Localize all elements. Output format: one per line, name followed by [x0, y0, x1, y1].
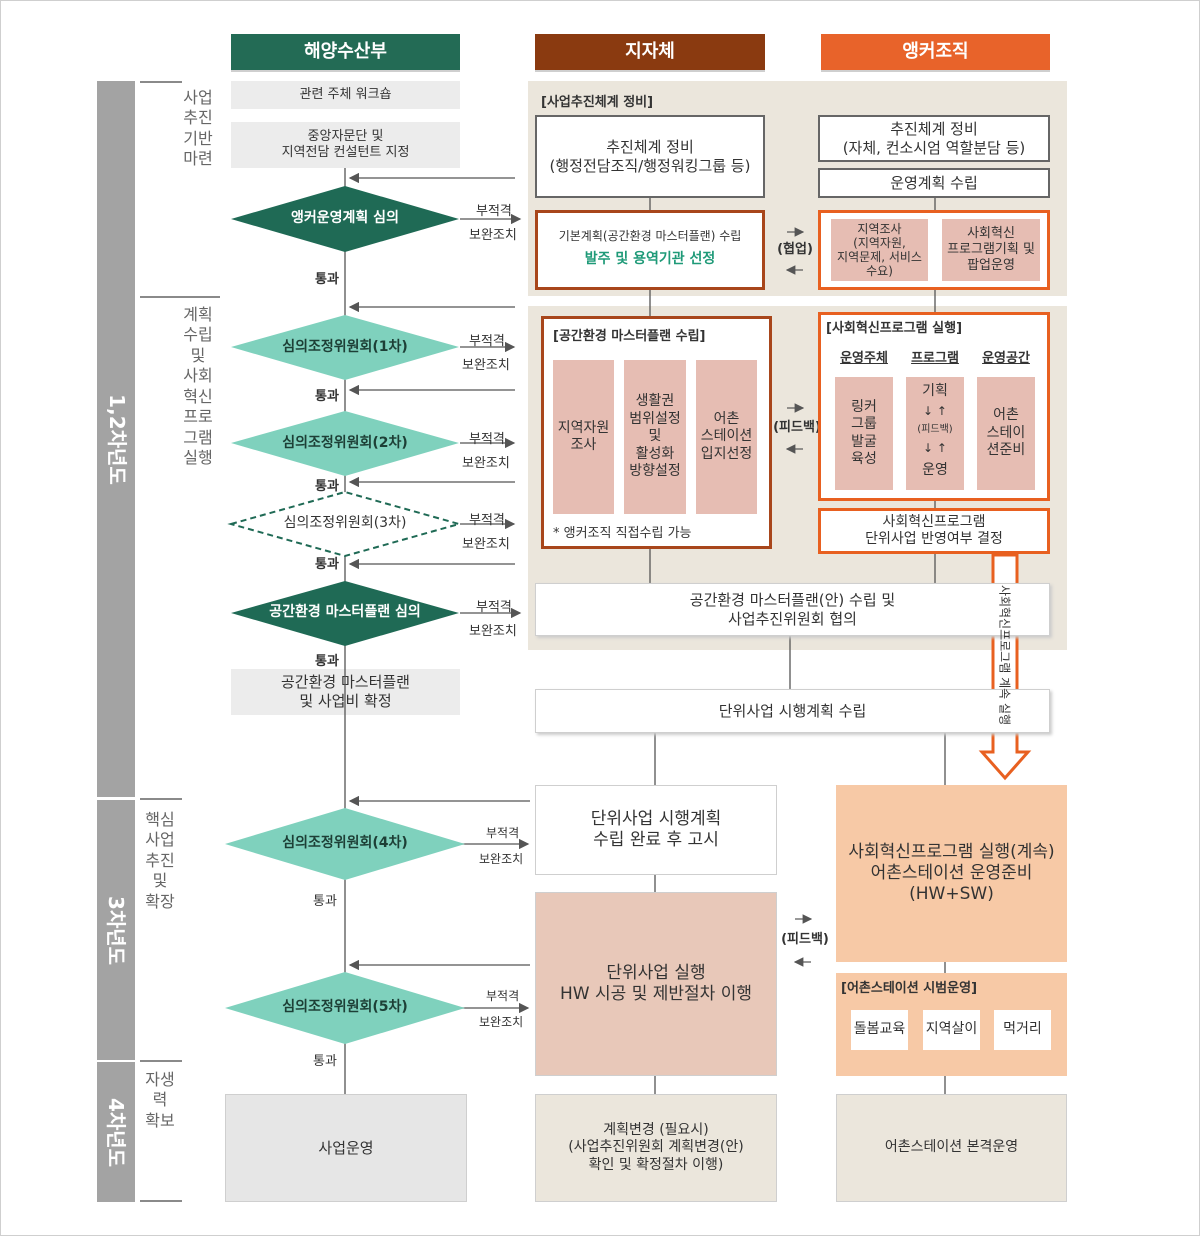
phase-divider — [97, 797, 182, 799]
stage-divider — [140, 1060, 182, 1062]
feedback-label: (피드백) — [781, 931, 829, 947]
pass-label: 통과 — [313, 1054, 337, 1069]
local-system-setup: 추진체계 정비 (행정전담조직/행정워킹그룹 등) — [535, 115, 765, 198]
basic-plan-text: 기본계획(공간환경 마스터플랜) 수립 — [558, 229, 742, 243]
committee-2: 심의조정위원회(2차) — [282, 435, 408, 452]
header-anchor: 앵커조직 — [821, 34, 1050, 72]
sub-program: 프로그램 — [911, 350, 959, 366]
stay-prep-box: 어촌 스테이 션준비 — [977, 377, 1035, 490]
phase-1-2-year: 1,2차년도 — [97, 81, 135, 798]
stage-planning: 계획 수립 및 사회 혁신 프로 그램 실행 — [183, 305, 213, 468]
pilot-local-living: 지역살이 — [923, 1010, 980, 1050]
social-program-plan-box: 사회혁신 프로그램기획 및 팝업운영 — [942, 219, 1040, 281]
feedback-label: (피드백) — [773, 419, 821, 435]
masterplan-title: [공간환경 마스터플랜 수립] — [553, 329, 706, 344]
committee-3: 심의조정위원회(3차) — [283, 515, 407, 532]
program-decision-box: 사회혁신프로그램 단위사업 반영여부 결정 — [818, 508, 1050, 554]
ops-plan-box: 운영계획 수립 — [818, 168, 1050, 198]
committee-4: 심의조정위원회(4차) — [282, 835, 408, 852]
stage-divider — [140, 1200, 182, 1202]
committee-5: 심의조정위원회(5차) — [282, 999, 408, 1016]
stage-self-reliance: 자생 력 확보 — [145, 1070, 175, 1130]
committee-1: 심의조정위원회(1차) — [282, 339, 408, 356]
regional-survey-box: 지역조사 (지역자원, 지역문제, 서비스 수요) — [831, 219, 928, 281]
living-area-box: 생활권 범위설정 및 활성화 방향설정 — [624, 360, 686, 514]
unit-exec-box: 단위사업 실행 HW 시공 및 제반절차 이행 — [535, 892, 777, 1076]
phase-4-year: 4차년도 — [97, 1062, 135, 1202]
workshop-box: 관련 주체 워크숍 — [231, 81, 460, 109]
order-selection-text: 발주 및 용역기관 선정 — [584, 251, 716, 267]
sub-space: 운영공간 — [982, 350, 1030, 366]
resource-survey-box: 지역자원 조사 — [553, 360, 614, 514]
stage-divider — [140, 296, 220, 298]
system-setup-title: [사업추진체계 정비] — [541, 95, 654, 110]
pass-label: 통과 — [315, 654, 339, 669]
unfit-label: 부적격 — [469, 432, 505, 447]
supplement-label: 보완조치 — [462, 358, 510, 373]
pilot-title: [어촌스테이션 시범운영] — [841, 981, 978, 996]
unfit-label: 부적격 — [486, 989, 520, 1003]
continue-label: 사회혁신프로그램 계속 실행 — [997, 584, 1012, 726]
feedback-step: (피드백) — [917, 424, 953, 435]
supplement-label: 보완조치 — [462, 456, 510, 471]
sub-operator: 운영주체 — [840, 350, 888, 366]
unit-plan-box: 단위사업 시행계획 수립 — [535, 689, 1050, 733]
unfit-label: 부적격 — [469, 513, 505, 528]
up-down-arrows: ↓ ↑ — [923, 404, 947, 418]
review-anchor-plan: 앵커운영계획 심의 — [291, 210, 399, 227]
stage-divider — [140, 798, 182, 800]
plan-change-box: 계획변경 (필요시) (사업추진위원회 계획변경(안) 확인 및 확정절차 이행… — [535, 1094, 777, 1202]
program-cycle-box: 기획 ↓ ↑ (피드백) ↓ ↑ 운영 — [906, 377, 964, 490]
supplement-label: 보완조치 — [469, 624, 517, 639]
consultant-box: 중앙자문단 및 지역전담 컨설턴트 지정 — [231, 122, 460, 168]
review-masterplan: 공간환경 마스터플랜 심의 — [269, 604, 421, 621]
supplement-label: 보완조치 — [479, 852, 524, 866]
header-local-gov: 지자체 — [535, 34, 765, 72]
pilot-care-education: 돌봄교육 — [851, 1010, 908, 1050]
social-program-title: [사회혁신프로그램 실행] — [826, 321, 963, 336]
phase-3-year: 3차년도 — [97, 800, 135, 1060]
station-full-operation-box: 어촌스테이션 본격운영 — [836, 1094, 1067, 1202]
cooperation-label: (협업) — [777, 241, 813, 257]
supplement-label: 보완조치 — [479, 1015, 524, 1029]
unfit-label: 부적격 — [476, 204, 512, 219]
operate-step: 운영 — [922, 462, 948, 478]
anchor-system-setup: 추진체계 정비 (자체, 컨소시엄 역할분담 등) — [818, 115, 1050, 162]
pass-label: 통과 — [315, 479, 339, 494]
pass-label: 통과 — [313, 894, 337, 909]
plan-step: 기획 — [922, 383, 948, 399]
unfit-label: 부적격 — [476, 600, 512, 615]
up-down-arrows: ↓ ↑ — [923, 441, 947, 455]
pass-label: 통과 — [315, 389, 339, 404]
stage-core-expansion: 핵심 사업 추진 및 확장 — [145, 810, 175, 911]
unfit-label: 부적격 — [469, 334, 505, 349]
supplement-label: 보완조치 — [469, 228, 517, 243]
pass-label: 통과 — [315, 557, 339, 572]
linker-group-box: 링커 그룹 발굴 육성 — [835, 377, 893, 490]
unfit-label: 부적격 — [486, 826, 520, 840]
pilot-food: 먹거리 — [994, 1010, 1051, 1050]
header-ministry: 해양수산부 — [231, 34, 460, 72]
stage-divider — [140, 81, 182, 83]
pass-label: 통과 — [315, 272, 339, 287]
station-location-box: 어촌 스테이션 입지선정 — [696, 360, 757, 514]
basic-plan-box: 기본계획(공간환경 마스터플랜) 수립 발주 및 용역기관 선정 — [535, 210, 765, 290]
pilot-operation-box: [어촌스테이션 시범운영] 돌봄교육 지역살이 먹거리 — [836, 973, 1067, 1076]
direct-plan-note: * 앵커조직 직접수립 가능 — [553, 526, 692, 541]
business-operation-box: 사업운영 — [225, 1094, 467, 1202]
stage-foundation: 사업 추진 기반 마련 — [183, 88, 213, 169]
masterplan-draft-box: 공간환경 마스터플랜(안) 수립 및 사업추진위원회 협의 — [535, 583, 1050, 636]
social-program-cont-box: 사회혁신프로그램 실행(계속) 어촌스테이션 운영준비 (HW+SW) — [836, 785, 1067, 962]
unit-notice-box: 단위사업 시행계획 수립 완료 후 고시 — [535, 785, 777, 875]
supplement-label: 보완조치 — [462, 537, 510, 552]
